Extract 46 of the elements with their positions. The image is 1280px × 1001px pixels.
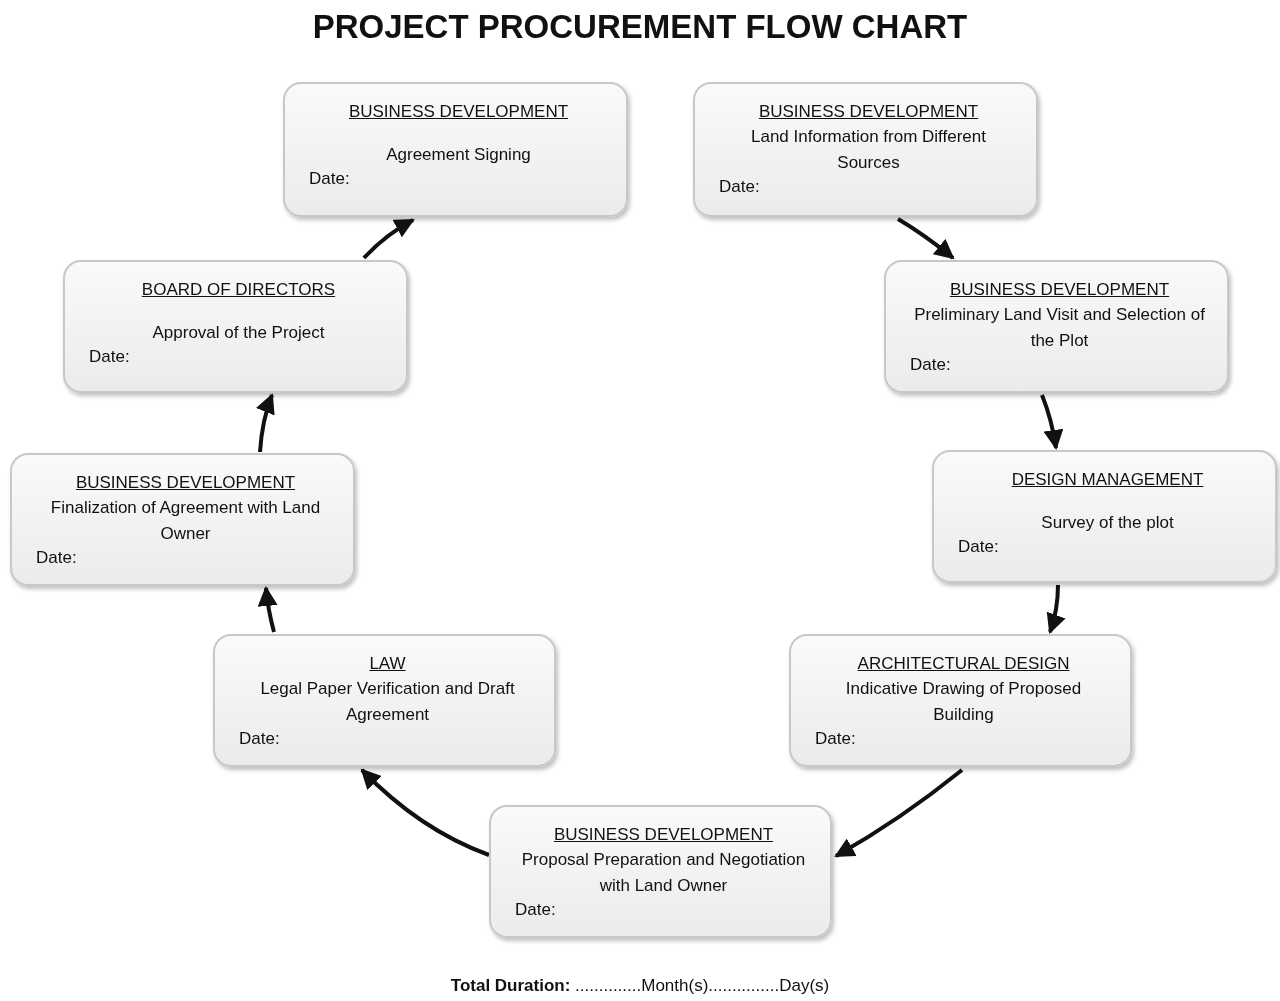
department-heading: DESIGN MANAGEMENT [1011, 469, 1204, 491]
task-text: Survey of the plot [1041, 512, 1174, 534]
date-label: Date: [239, 728, 281, 750]
department-heading: LAW [369, 653, 406, 675]
department-heading: BUSINESS DEVELOPMENT [949, 279, 1170, 301]
process-box [63, 260, 408, 393]
department-heading: BUSINESS DEVELOPMENT [553, 824, 774, 846]
process-box [489, 805, 832, 938]
arrow [362, 218, 415, 260]
date-label: Date: [719, 176, 761, 198]
arrow [256, 393, 275, 453]
task-text: Indicative Drawing of Proposed Building [844, 678, 1083, 726]
date-label: Date: [309, 168, 351, 190]
process-box [932, 450, 1277, 583]
arrow [257, 586, 278, 633]
date-label: Date: [910, 354, 952, 376]
process-box [884, 260, 1229, 393]
department-heading: BUSINESS DEVELOPMENT [75, 472, 296, 494]
duration-note: Total Duration: ..............Month(s)...............Day(s) [449, 976, 831, 996]
department-heading: BUSINESS DEVELOPMENT [758, 101, 979, 123]
date-label: Date: [815, 728, 857, 750]
arrow [1046, 584, 1066, 634]
date-label: Date: [958, 536, 1000, 558]
date-label: Date: [89, 346, 131, 368]
task-text: Legal Paper Verification and Draft Agreement [259, 678, 516, 726]
process-box [789, 634, 1132, 767]
task-text: Land Information from Different Sources [750, 126, 987, 174]
process-box [283, 82, 628, 217]
arrow [1040, 394, 1064, 450]
department-heading: ARCHITECTURAL DESIGN [857, 653, 1070, 675]
task-text: Finalization of Agreement with Land Owner [49, 497, 322, 545]
date-label: Date: [515, 899, 557, 921]
arrow [360, 768, 490, 857]
chart-title: PROJECT PROCUREMENT FLOW CHART [311, 8, 969, 46]
task-text: Preliminary Land Visit and Selection of the Plot [913, 304, 1206, 352]
department-heading: BUSINESS DEVELOPMENT [348, 101, 569, 123]
task-text: Approval of the Project [152, 322, 325, 344]
department-heading: BOARD OF DIRECTORS [141, 279, 336, 301]
task-text: Agreement Signing [386, 144, 531, 166]
task-text: Proposal Preparation and Negotiation with Land Owner [520, 849, 807, 897]
process-box [693, 82, 1038, 217]
date-label: Date: [36, 547, 78, 569]
process-box [213, 634, 556, 767]
arrow [834, 768, 964, 858]
arrow [896, 217, 955, 260]
process-box [10, 453, 355, 586]
